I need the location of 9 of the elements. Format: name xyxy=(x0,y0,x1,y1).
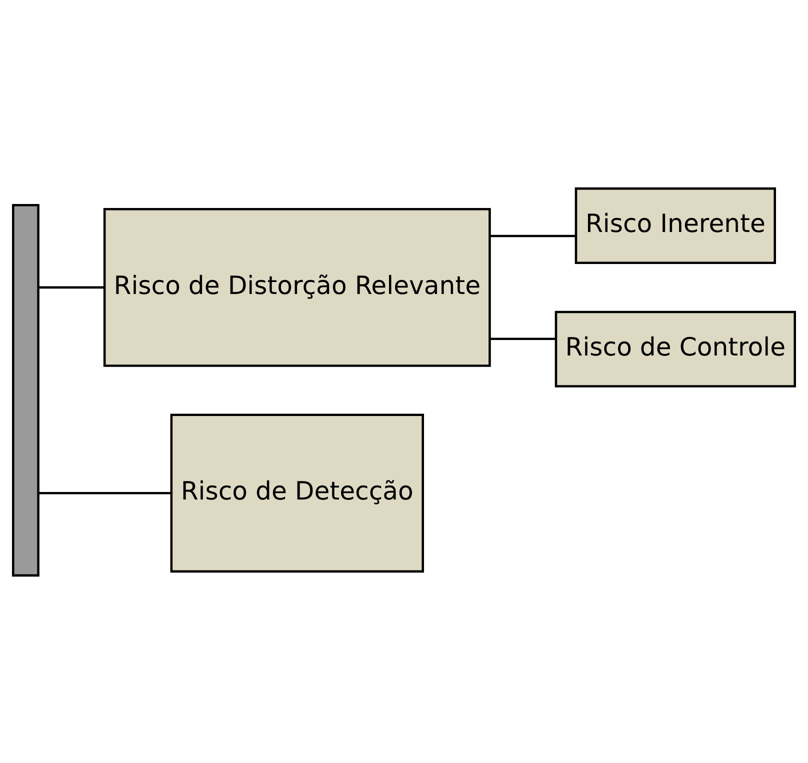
node-box: Risco de Controle xyxy=(554,310,796,387)
connector xyxy=(490,234,576,237)
node-box: Risco de Detecção xyxy=(170,413,424,572)
connector xyxy=(38,492,172,494)
node-box xyxy=(12,204,40,576)
connector xyxy=(490,337,556,340)
node-box: Risco de Distorção Relevante xyxy=(103,208,491,366)
node-box: Risco Inerente xyxy=(574,186,776,264)
connector xyxy=(38,286,104,288)
